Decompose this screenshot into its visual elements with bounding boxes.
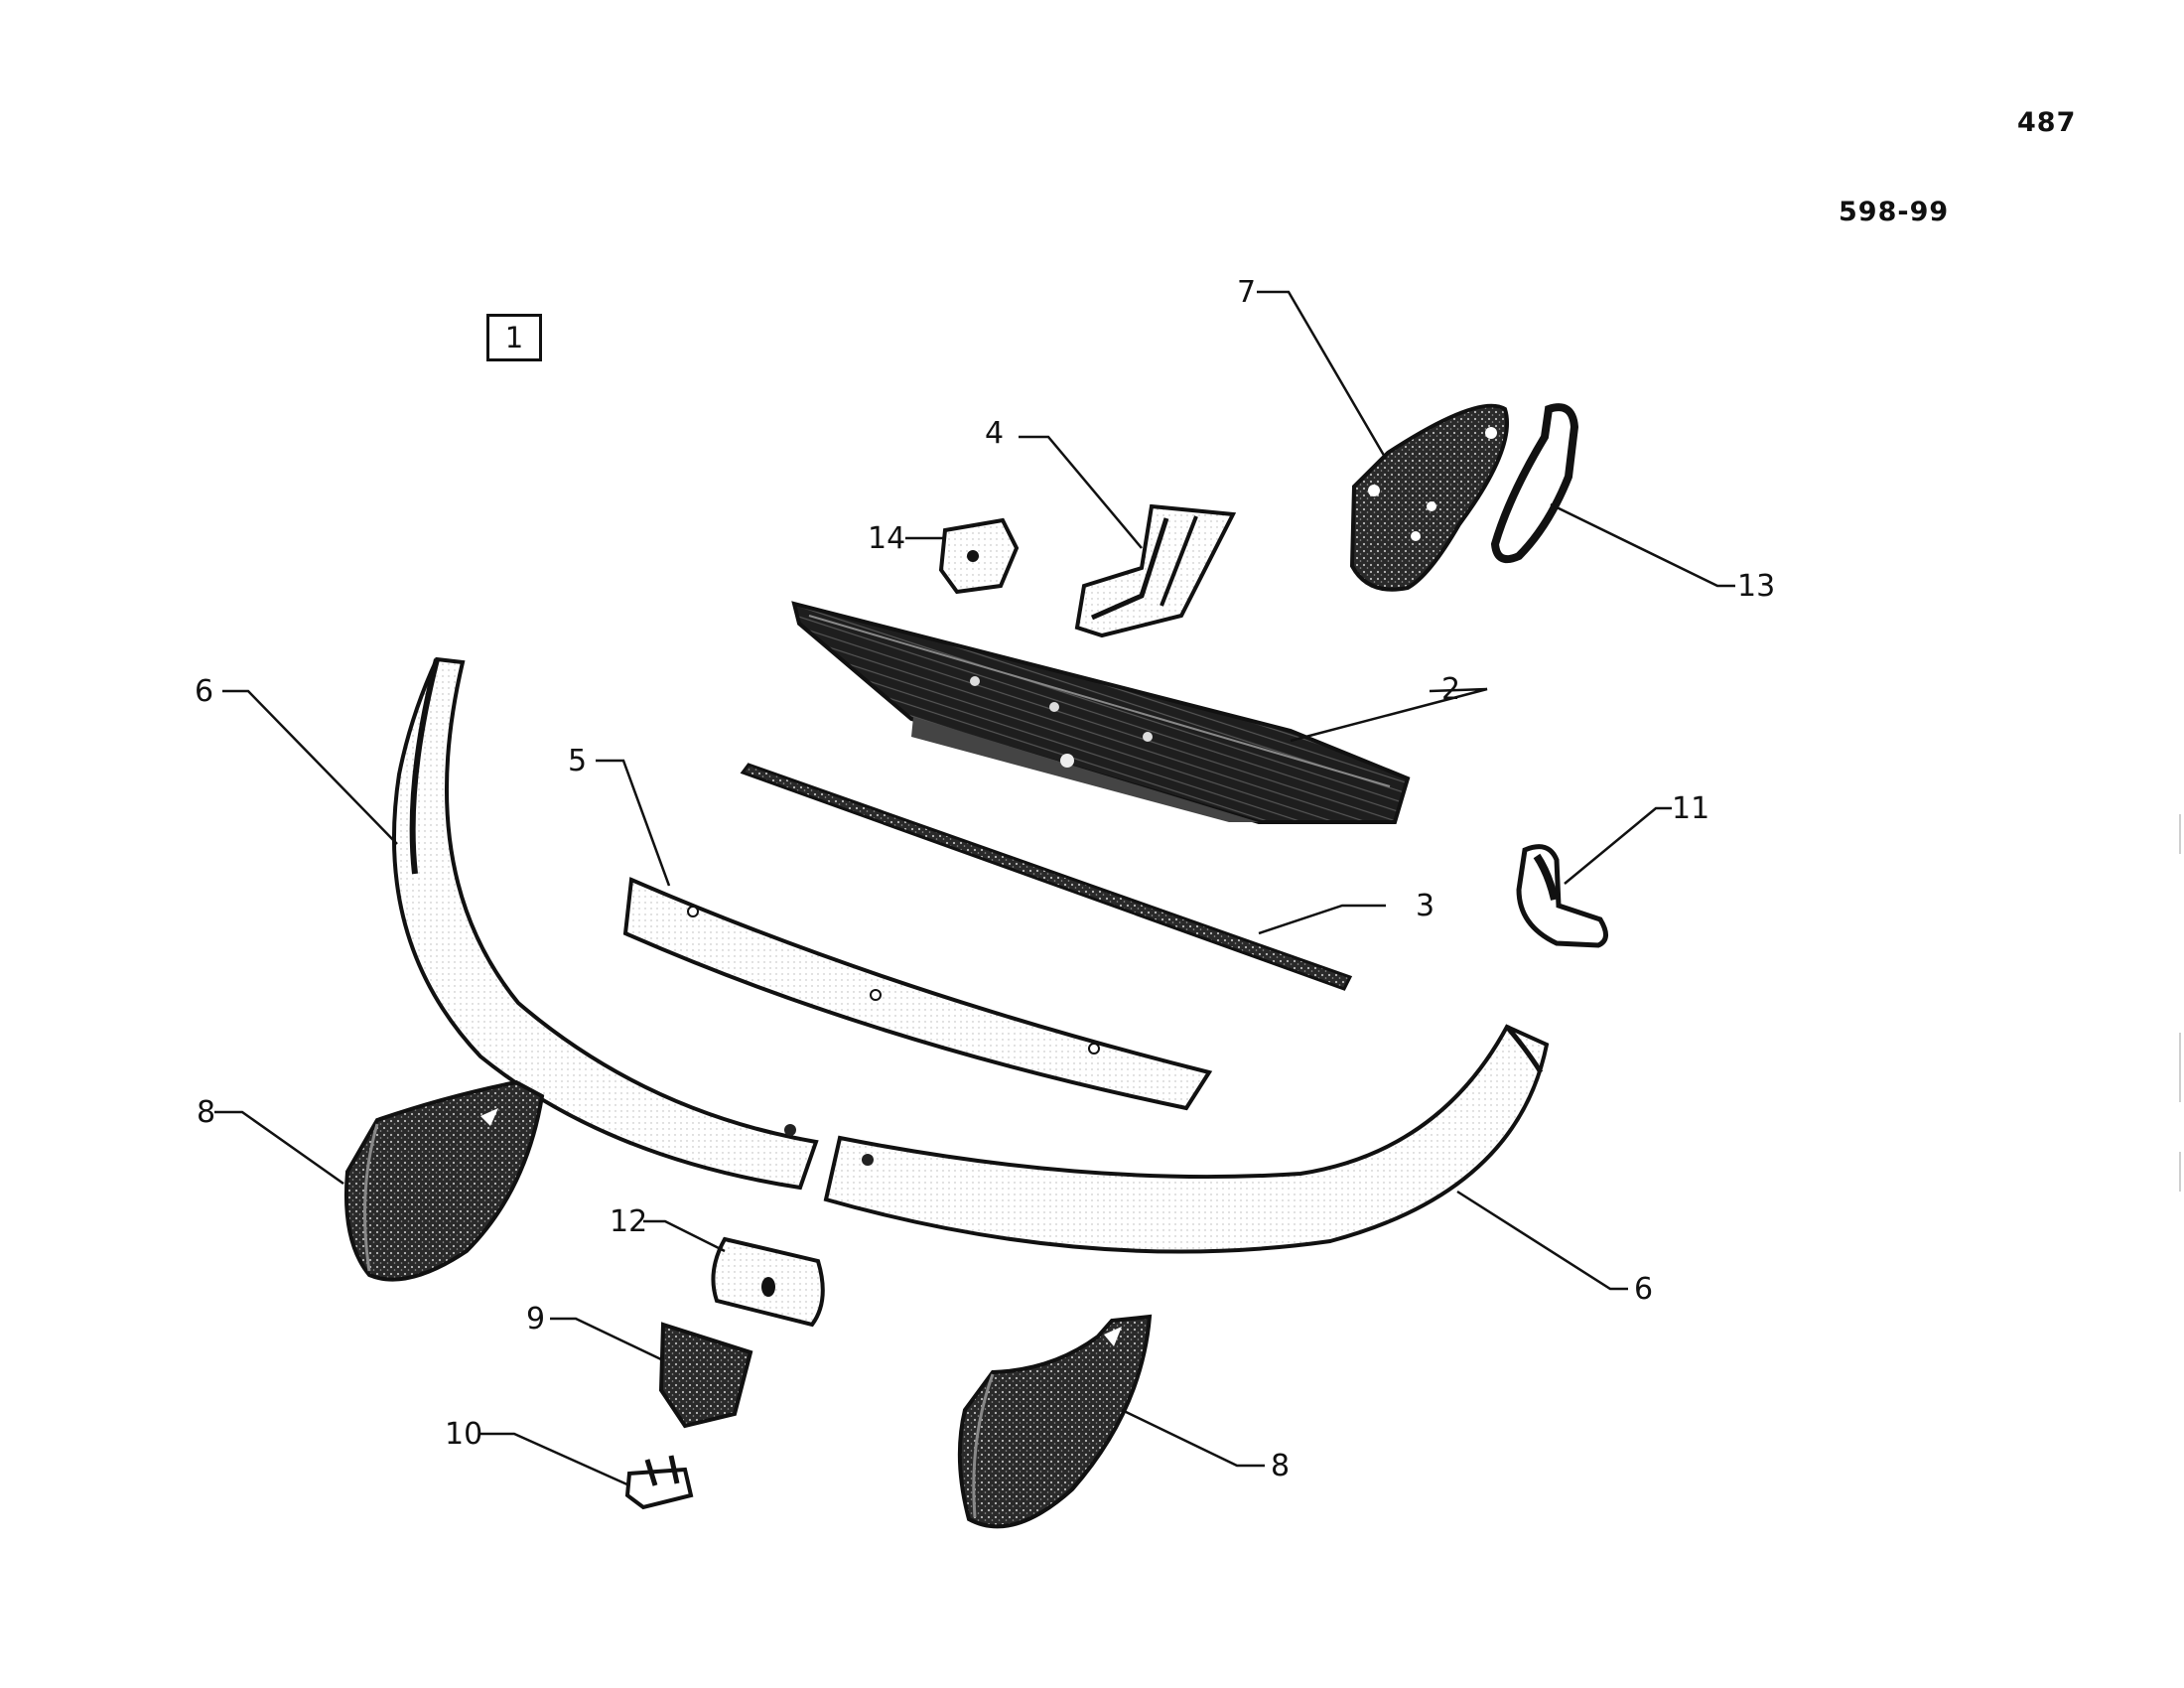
page-code: 598-99	[1839, 197, 1950, 227]
part-2-center-grille	[791, 601, 1411, 824]
callout-7: 7	[1237, 275, 1256, 310]
mounting-hole	[1088, 1043, 1100, 1055]
mounting-hole	[1485, 427, 1497, 439]
callout-8-left: 8	[197, 1095, 215, 1130]
callout-5: 5	[568, 744, 587, 778]
bolt-hole	[784, 1124, 796, 1136]
callout-11: 11	[1672, 791, 1709, 826]
part-6-bumper-right	[823, 1024, 1550, 1254]
part-13-gasket	[1490, 403, 1579, 563]
callout-2: 2	[1441, 672, 1460, 707]
mounting-hole	[687, 906, 699, 917]
part-12-joint-cover	[711, 1236, 825, 1328]
page-number: 487	[2017, 107, 2077, 138]
part-8-overrider-right	[957, 1314, 1153, 1529]
mounting-hole	[1427, 501, 1436, 511]
callout-8-right: 8	[1271, 1449, 1290, 1483]
mounting-hole	[1368, 485, 1380, 496]
mounting-hole	[1411, 531, 1421, 541]
part-10-clip	[624, 1455, 694, 1510]
center-hole	[1060, 754, 1074, 768]
joint-hole	[761, 1277, 775, 1297]
part-3-rubber-strip	[740, 763, 1353, 991]
part-14-clip-nut	[938, 517, 1020, 595]
leader-lines	[214, 290, 1735, 1487]
part-4-bracket	[1074, 503, 1237, 638]
callout-9: 9	[526, 1302, 545, 1336]
callout-10: 10	[445, 1417, 482, 1452]
mounting-hole	[870, 989, 882, 1001]
mounting-hole	[1143, 732, 1153, 742]
part-9-cap	[658, 1322, 753, 1429]
part-11-small-bracket	[1516, 844, 1608, 948]
callout-13: 13	[1737, 569, 1775, 604]
mounting-hole	[970, 676, 980, 686]
bolt-hole	[862, 1154, 874, 1166]
callout-4: 4	[985, 416, 1004, 451]
callout-6-left: 6	[195, 674, 213, 709]
part-8-overrider-left	[343, 1079, 545, 1282]
callout-3: 3	[1416, 889, 1434, 923]
callout-12: 12	[610, 1204, 647, 1239]
mounting-hole	[1049, 702, 1059, 712]
callout-14: 14	[868, 521, 905, 556]
part-7-mount-plate	[1349, 403, 1510, 592]
nut-hole	[967, 550, 979, 562]
part-5-trim-bar	[622, 877, 1213, 1111]
callout-6-right: 6	[1634, 1272, 1653, 1307]
group-number-box: 1	[486, 314, 542, 361]
part-6-bumper-left	[392, 656, 819, 1191]
